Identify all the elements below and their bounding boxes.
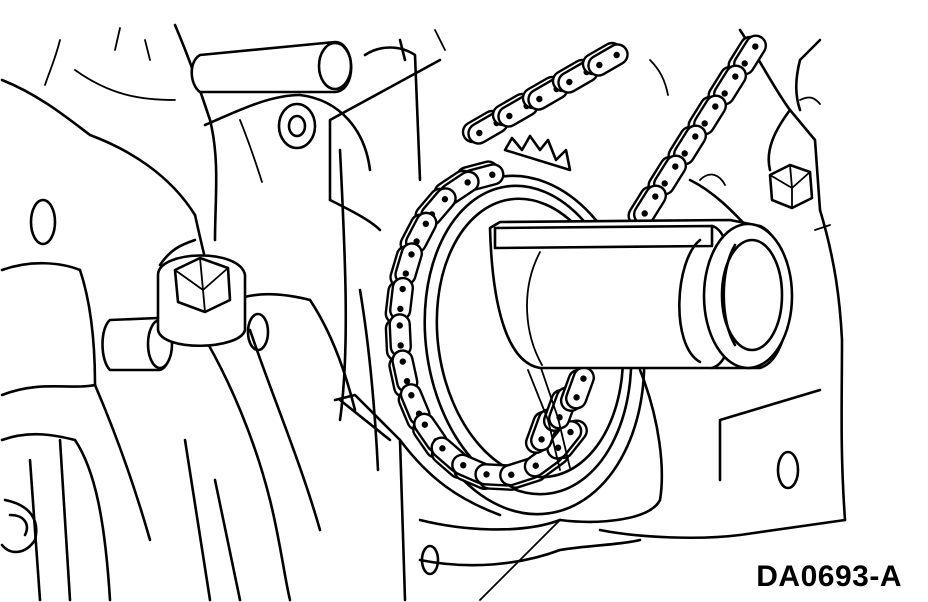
seal-installer-tool: [488, 218, 794, 370]
hex-bolt-right: [768, 163, 814, 210]
crankshaft-sprocket-teeth: [503, 134, 572, 172]
hex-bolt-left: [156, 254, 247, 348]
chain-link: [559, 366, 595, 412]
timing-chain-run-right: [627, 34, 768, 227]
chain-tensioner-strap: [527, 364, 571, 471]
chain-link: [389, 242, 423, 289]
dowel-pin-upper: [190, 40, 353, 94]
timing-chain-lower-loop: [384, 160, 595, 491]
chain-link: [581, 41, 629, 77]
timing-chain-run-left: [461, 41, 629, 145]
figure-code: DA0693-A: [756, 560, 902, 593]
detail-linework: [649, 59, 831, 231]
chain-link: [627, 184, 668, 227]
